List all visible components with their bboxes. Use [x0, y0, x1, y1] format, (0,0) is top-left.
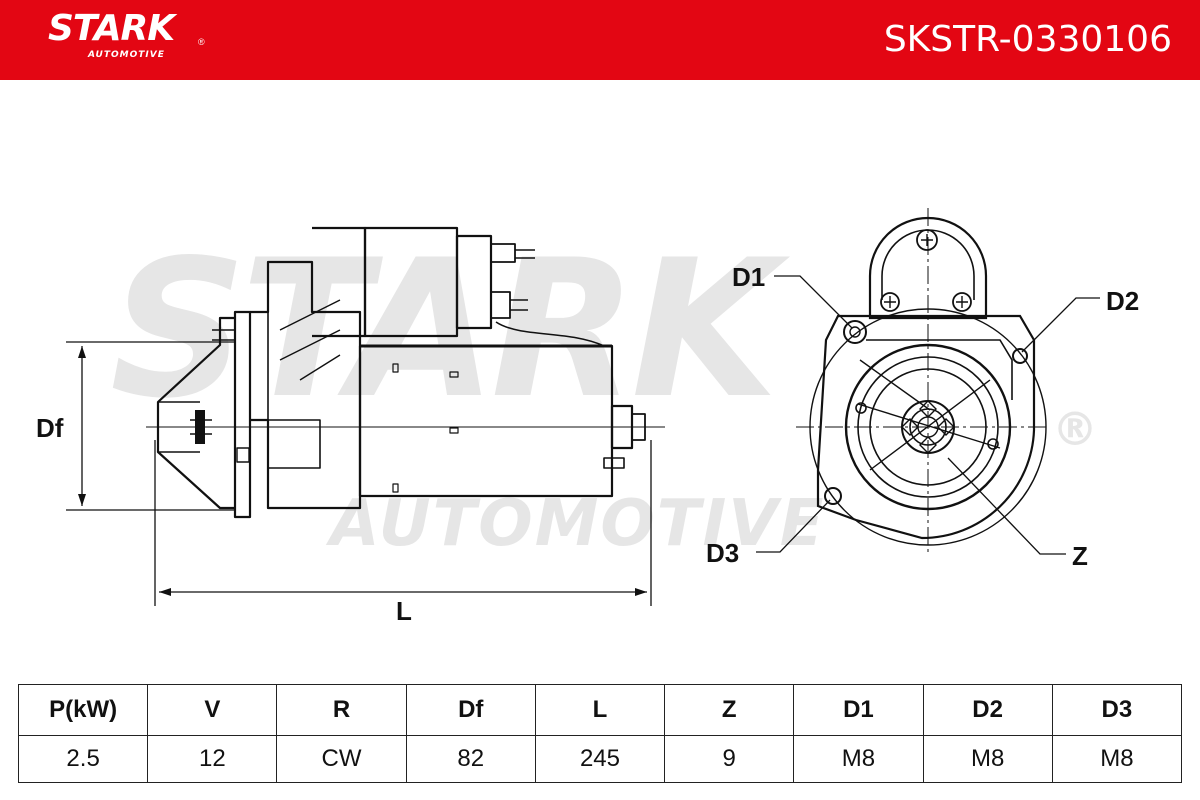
side-view [146, 226, 665, 519]
starter-motor-drawing: STARK AUTOMOTIVE ® [36, 208, 1139, 626]
label-d2: D2 [1106, 286, 1139, 316]
specs-value-cell: 9 [664, 735, 795, 783]
brand-subtitle: AUTOMOTIVE [88, 50, 165, 60]
specs-header-cell: P(kW) [17, 684, 149, 736]
specs-value-row: 2.5 12 CW 82 245 9 M8 M8 M8 [17, 735, 1183, 783]
leader-d3 [756, 499, 831, 553]
front-solenoid [868, 216, 988, 320]
front-flange [816, 314, 1036, 540]
specs-header-cell: V [147, 684, 278, 736]
mounting-flange [233, 310, 252, 519]
brand-registered-mark: ® [198, 37, 205, 47]
label-z: Z [1072, 541, 1088, 571]
label-l: L [396, 596, 412, 626]
label-df: Df [36, 413, 64, 443]
end-cap [610, 404, 634, 450]
part-number: SKSTR-0330106 [883, 19, 1172, 60]
gear-case [250, 260, 362, 510]
leader-z [947, 457, 1066, 555]
specs-value-cell: M8 [922, 735, 1053, 783]
l-dimension [154, 440, 652, 606]
specs-header-cell: D1 [793, 684, 924, 736]
specs-header-row: P(kW) V R Df L Z D1 D2 D3 [17, 684, 1183, 736]
label-d1: D1 [732, 262, 765, 292]
technical-drawing: STARK AUTOMOTIVE ® [0, 80, 1200, 680]
header-bar: STARK ® AUTOMOTIVE SKSTR-0330106 [0, 0, 1200, 80]
specs-value-cell: 2.5 [17, 735, 149, 783]
specs-header-cell: Df [405, 684, 536, 736]
specs-value-cell: 245 [534, 735, 666, 783]
front-view [796, 208, 1050, 552]
specs-header-cell: D3 [1051, 684, 1183, 736]
specs-value-cell: M8 [793, 735, 924, 783]
brand-name: STARK [48, 8, 175, 49]
specs-value-cell: 12 [147, 735, 278, 783]
front-outer-circle [809, 308, 1047, 546]
bolt-hole-d3 [824, 487, 842, 505]
solenoid-end [455, 234, 493, 330]
specs-table: P(kW) V R Df L Z D1 D2 D3 2.5 12 CW 82 2… [17, 684, 1183, 783]
leader-d1 [774, 275, 853, 329]
df-dimension [66, 341, 236, 511]
leader-lines [756, 275, 1100, 555]
specs-value-cell: 82 [405, 735, 536, 783]
specs-header-cell: L [534, 684, 666, 736]
leader-d2 [1021, 297, 1100, 353]
specs-header-cell: Z [664, 684, 795, 736]
specs-value-cell: M8 [1051, 735, 1183, 783]
watermark: STARK AUTOMOTIVE ® [110, 219, 1098, 561]
brand-logo: STARK ® AUTOMOTIVE [48, 8, 205, 61]
bolt-hole-d1 [843, 320, 867, 344]
watermark-registered: ® [1052, 402, 1098, 456]
watermark-automotive: AUTOMOTIVE [325, 487, 826, 561]
label-d3: D3 [706, 538, 739, 568]
specs-header-cell: D2 [922, 684, 1053, 736]
bolt-hole-d2 [1012, 348, 1028, 364]
specs-header-cell: R [276, 684, 407, 736]
specs-value-cell: CW [276, 735, 407, 783]
